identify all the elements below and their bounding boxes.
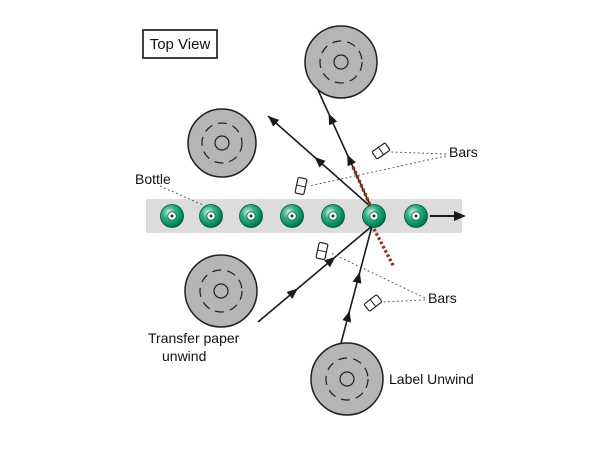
web-arrowhead-icon [347,154,356,167]
bar-lower-inner [315,241,329,261]
bottle [404,204,428,228]
web-arrowhead-icon [268,116,280,127]
reel-top-right [304,25,378,99]
label-transfer-paper-line2: unwind [162,348,206,364]
leader-bars-bottom-1 [382,299,426,303]
reel-lower-left-transfer-unwind [184,254,258,328]
bottle [160,204,184,228]
web-arrowhead-icon [314,156,326,168]
bar-upper-inner [294,176,308,196]
bar-upper-outer [371,142,391,160]
web-arrowhead-icon [328,113,338,126]
leader-bottle [159,185,204,206]
web-arrowhead-icon [324,256,336,268]
reel-upper-left [187,108,257,178]
bottle [199,204,223,228]
web-path-upper-left [267,115,372,208]
web-path-bottom-right [339,225,373,348]
bottle [321,204,345,228]
leader-bars-bottom-2 [330,252,426,299]
label-web-segment-bottom [372,228,396,268]
bottle [239,204,263,228]
page-title: Top View [150,36,211,53]
label-web-segment-top [351,166,373,208]
bottle [280,204,304,228]
bottle-at-labeling-point [362,204,386,228]
label-bars-top: Bars [449,144,478,160]
web-path-top-right [317,89,372,208]
web-path-lower-left [257,225,373,323]
label-bars-bottom: Bars [428,290,457,306]
web-arrowhead-icon [352,272,362,284]
web-arrowhead-icon [342,310,352,323]
bar-lower-outer [363,294,383,312]
conveyor-arrowhead-icon [454,211,466,221]
leader-bars-top-2 [308,155,447,187]
leader-bars-top-1 [389,151,447,155]
web-arrowhead-icon [286,288,298,299]
label-bottle: Bottle [135,171,171,187]
bottles-row [160,204,428,228]
top-view-title-box: Top View [142,29,218,59]
label-transfer-paper-line1: Transfer paper [148,330,240,346]
reel-bottom-right-label-unwind [310,342,384,416]
label-label-unwind: Label Unwind [389,371,474,387]
